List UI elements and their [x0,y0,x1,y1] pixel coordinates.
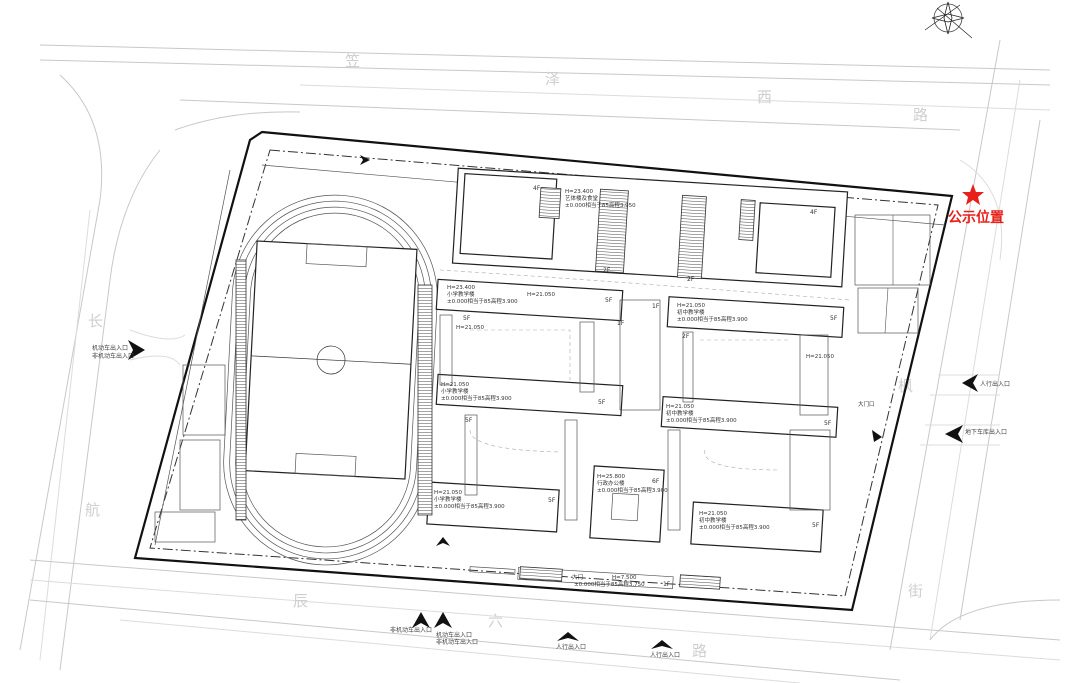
notice-label: 公示位置 [948,209,1004,226]
label: 小学教学楼 [434,495,462,503]
football-field [244,240,418,480]
label: 1F [617,320,625,327]
road-char: 辰 [293,592,308,610]
road-char: 街 [908,582,923,600]
label: 人行出入口 [650,651,680,659]
label: 2F [603,267,611,274]
label: 初中教学楼 [666,409,694,417]
label: 非机动车出入口 [390,626,432,634]
label: H=21.050 [699,511,727,517]
label: ±0.000相当于85高程3.950 [565,201,636,209]
entrance-arrow-icon [557,632,579,641]
label: H=23.400 [565,189,593,195]
road-char: 西 [757,88,772,106]
label: 大门口 [858,400,875,408]
label: ±0.000相当于85高程3.900 [434,502,505,510]
entrance-arrow-icon [651,640,673,649]
entrance-arrow-icon [434,612,452,628]
label: 非机动车出入口 [92,352,134,360]
label: 小学教学楼 [447,290,475,298]
label: 初中教学楼 [677,308,705,316]
label: 地下车库出入口 [965,428,1007,436]
label: 人行出入口 [980,380,1010,388]
north-arrow-icon [924,1,973,39]
surrounding-roads [19,39,1061,683]
label: 初中教学楼 [699,516,727,524]
road-char: 笠 [345,52,360,70]
entrance-arrow-icon [412,612,430,628]
label: 5F [465,417,473,424]
road-char: 航 [85,501,100,519]
label: ±0.000相当于85高程3.900 [677,315,748,323]
label: H=21.050 [806,354,834,360]
road-char: 路 [913,106,928,124]
label: 5F [598,399,606,406]
label: ±0.000相当于85高程3.900 [597,486,668,494]
label: 非机动车出入口 [436,638,478,646]
label: 5F [605,297,613,304]
notice-location-marker: 公示位置 [948,184,1004,226]
label: H=21.050 [677,303,705,309]
label: H=21.050 [666,404,694,410]
label: 5F [463,315,471,322]
site-boundary [133,130,954,612]
building-labels: H=23.400 艺体楼及食堂 ±0.000相当于85高程3.950 4F H=… [434,185,875,588]
label: ±0.000相当于85高程3.900 [699,523,770,531]
label: 小学教学楼 [441,387,469,395]
road-char: 泽 [545,70,560,88]
label: 6F [652,478,660,485]
label: 4F [810,209,818,216]
label: 1F [663,581,671,588]
label: 5F [824,420,832,427]
label: ±0.000相当于85高程3.900 [666,416,737,424]
label: 5F [830,315,838,322]
label: ±0.000相当于85高程3.900 [447,297,518,305]
label: H=21.050 [527,292,555,298]
label: H=21.050 [434,490,462,496]
label: 行政办公楼 [597,479,625,487]
road-names: 笠 泽 西 路 长 航 辰 六 路 枫 街 [85,52,928,660]
entrance-arrow-icon [962,374,978,392]
sports-courts [154,214,931,543]
running-track [223,194,438,566]
entrance-arrow-icon [360,155,370,165]
label: H=21.050 [456,325,484,331]
label: ±0.000相当于85高程3.750 [574,580,645,588]
entrances: 机动车出入口 非机动车出入口 人行出入口 地下车库出入口 非机动车出入口 机动车… [92,155,1010,659]
label: 机动车出入口 [436,631,472,639]
label: H=25.800 [597,474,625,480]
red-star-icon [962,184,984,205]
road-char: 长 [88,312,103,330]
label: ±0.000相当于85高程3.900 [441,394,512,402]
entrance-arrow-icon [945,425,963,443]
road-char: 六 [488,612,503,630]
label: 1F [652,303,660,310]
label: 人行出入口 [556,643,586,651]
label: 2F [687,276,695,283]
label: 大门 [572,573,583,581]
label: 机动车出入口 [92,344,128,352]
label: 5F [548,497,556,504]
label: 5F [812,522,820,529]
label: 4F [533,185,541,192]
label: H=7.500 [612,575,637,581]
entrance-arrow-icon [436,537,450,546]
label: 2F [682,333,690,340]
buildings [235,167,851,590]
label: H=21.050 [441,382,469,388]
label: 艺体楼及食堂 [565,194,599,202]
label: H=23.400 [447,285,475,291]
entrance-arrow-icon [872,430,882,442]
entrance-arrow-icon [128,340,145,360]
road-char: 路 [692,642,707,660]
